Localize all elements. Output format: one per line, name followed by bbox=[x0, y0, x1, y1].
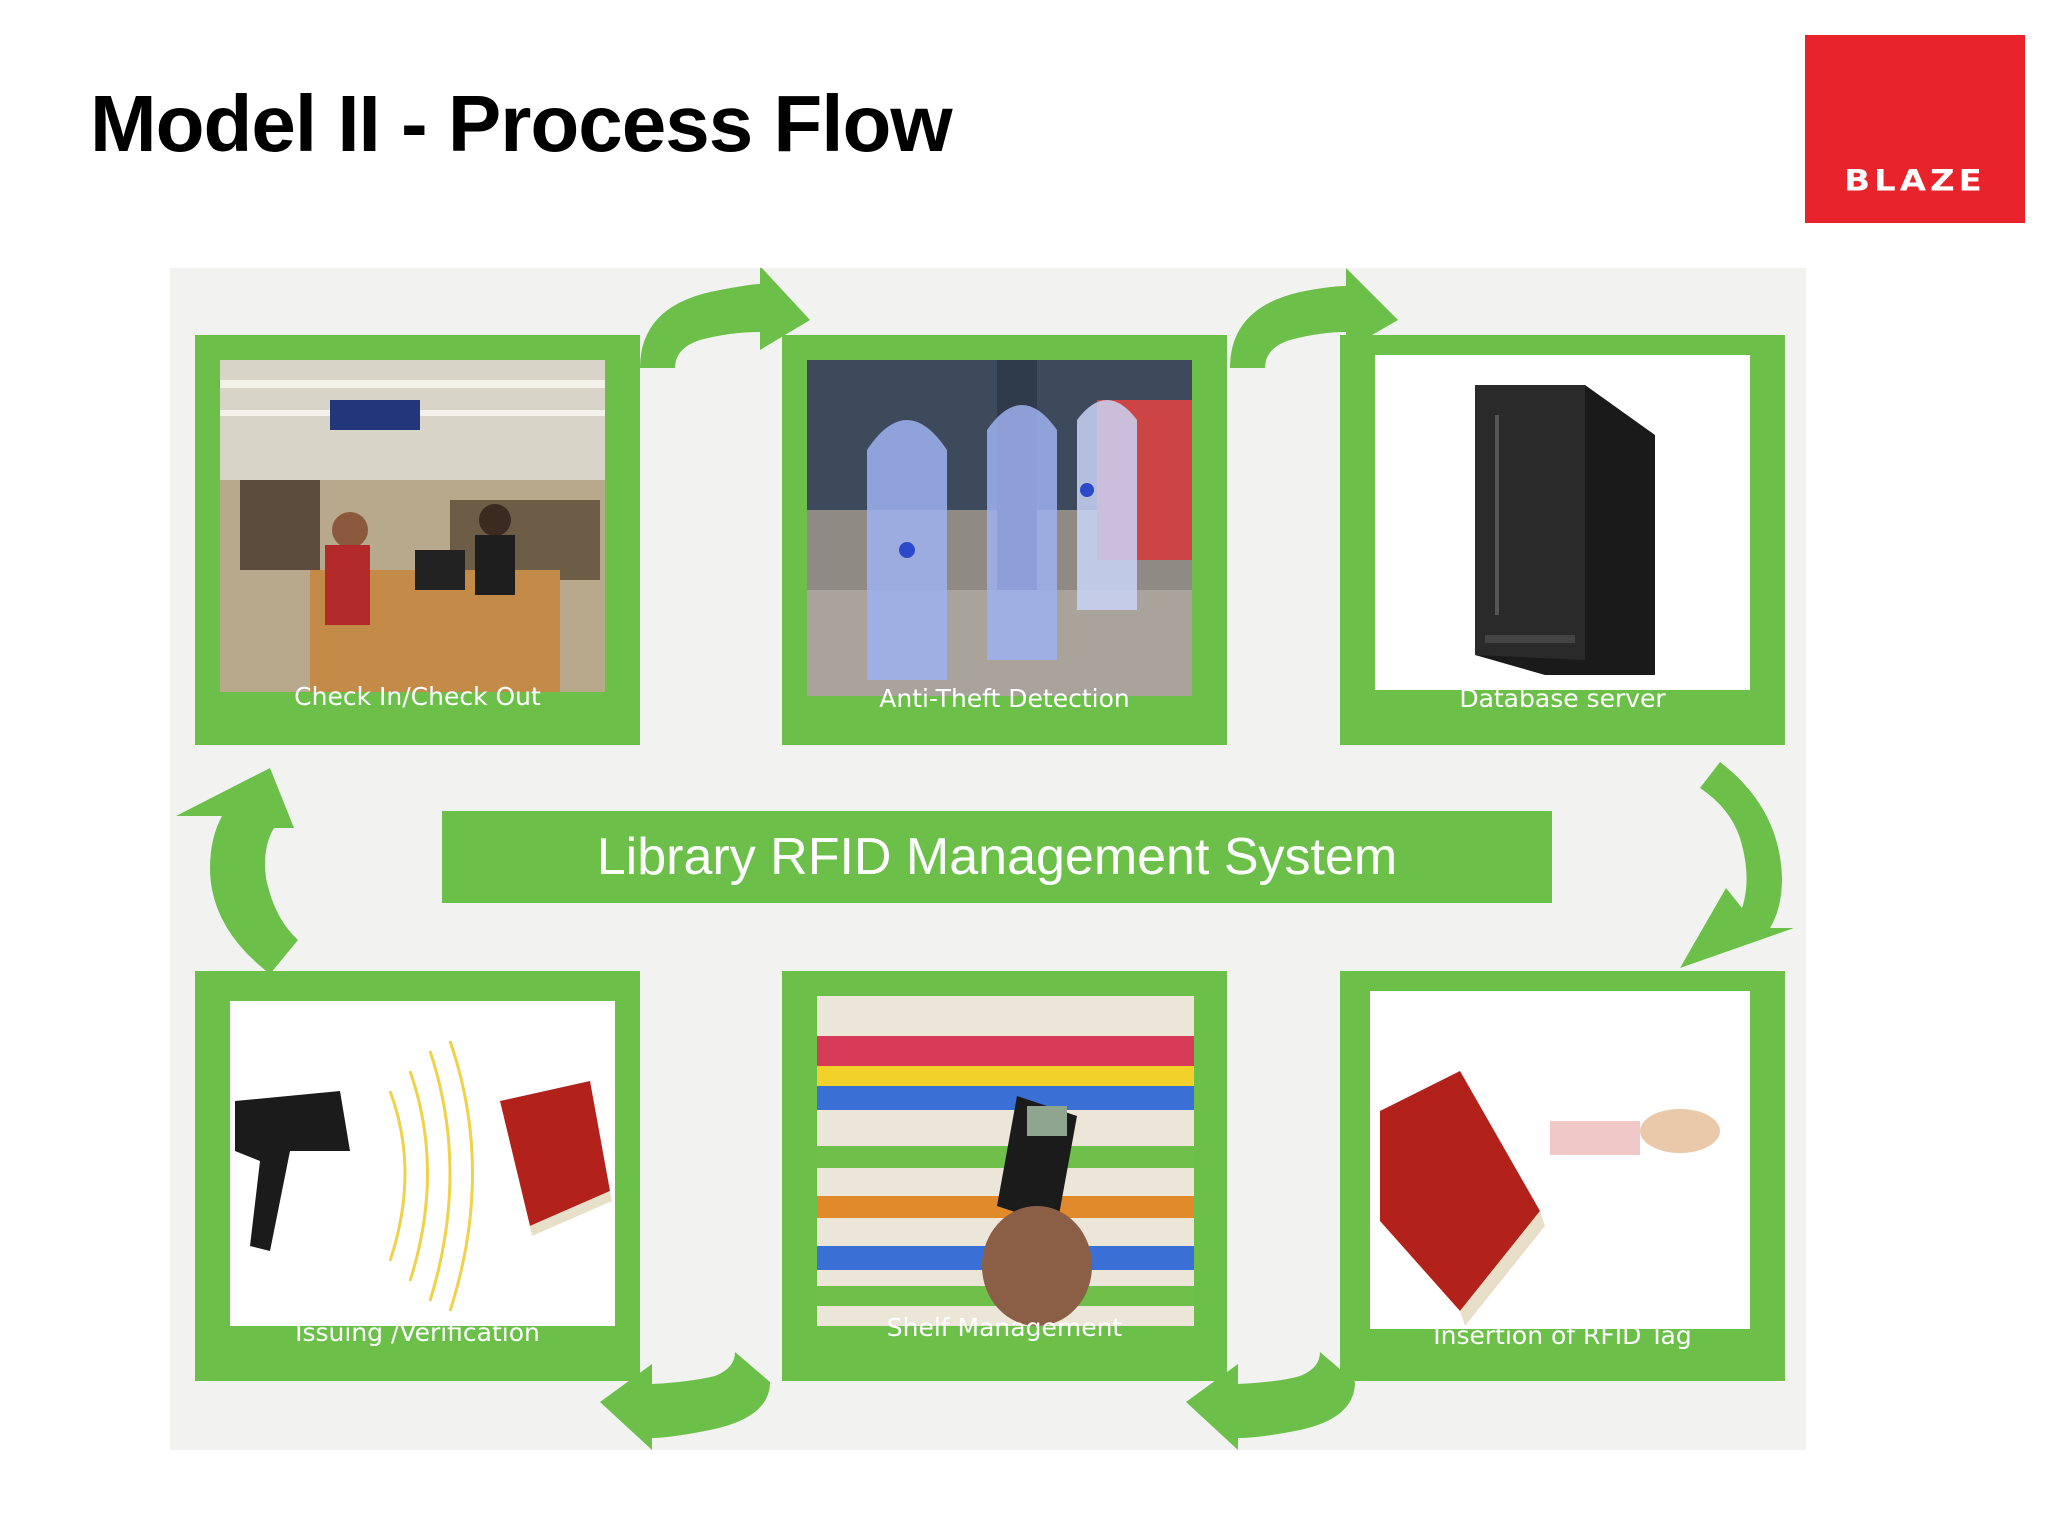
book-and-tag-photo bbox=[1370, 991, 1750, 1329]
library-desk-photo bbox=[220, 360, 605, 692]
step-issuing-panel: Issuing /Verification bbox=[195, 971, 640, 1381]
step-checkin-panel: Check In/Check Out bbox=[195, 335, 640, 745]
arrow-database-to-insertion bbox=[1680, 762, 1794, 968]
step-label: Check In/Check Out bbox=[294, 682, 541, 711]
shelf-scanner-photo bbox=[817, 996, 1194, 1326]
step-label: Issuing /Verification bbox=[295, 1318, 540, 1347]
process-flow-diagram: Check In/Check Out Anti-Theft Detection bbox=[170, 268, 1806, 1450]
blaze-logo: BLAZE bbox=[1805, 35, 2025, 223]
slide-title: Model II - Process Flow bbox=[90, 79, 953, 168]
arrow-issuing-to-checkin bbox=[176, 768, 298, 974]
scanner-and-book-photo bbox=[230, 1001, 615, 1326]
step-database-panel: Database server bbox=[1340, 335, 1785, 745]
server-tower-photo bbox=[1375, 355, 1750, 690]
step-label: Insertion of RFID Tag bbox=[1433, 1321, 1692, 1350]
arrow-shelf-to-issuing bbox=[600, 1352, 770, 1450]
step-antitheft-panel: Anti-Theft Detection bbox=[782, 335, 1227, 745]
step-shelf-panel: Shelf Management bbox=[782, 971, 1227, 1381]
step-insertion-panel: Insertion of RFID Tag bbox=[1340, 971, 1785, 1381]
security-gate-photo bbox=[807, 360, 1192, 696]
step-label: Anti-Theft Detection bbox=[879, 684, 1130, 713]
center-label: Library RFID Management System bbox=[596, 828, 1398, 886]
step-label: Database server bbox=[1459, 684, 1666, 713]
flow-arrows bbox=[176, 268, 1794, 1450]
step-label: Shelf Management bbox=[886, 1313, 1123, 1342]
arrow-insertion-to-shelf bbox=[1186, 1352, 1355, 1450]
logo-text: BLAZE bbox=[1844, 164, 1986, 198]
center-banner: Library RFID Management System bbox=[442, 811, 1552, 903]
arrow-checkin-to-antitheft bbox=[640, 268, 810, 368]
